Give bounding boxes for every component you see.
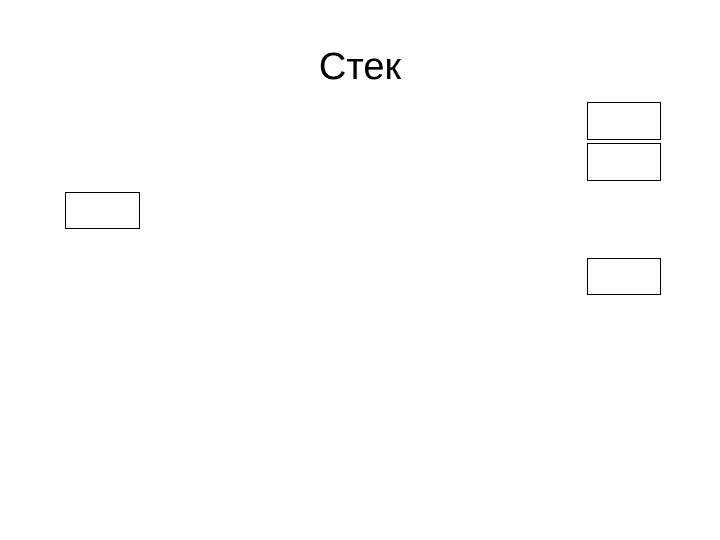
stack-cell-top-right-2[interactable] <box>587 143 661 181</box>
page-title: Стек <box>318 46 402 88</box>
stack-cell-top-right-1-label <box>588 103 660 139</box>
stack-cell-top-right-1[interactable] <box>587 102 661 140</box>
stack-cell-bottom-right[interactable] <box>587 258 661 295</box>
stack-cell-top-right-2-label <box>588 144 660 180</box>
stack-cell-left-label <box>66 193 139 228</box>
stack-cell-left[interactable] <box>65 192 140 229</box>
stack-cell-bottom-right-label <box>588 259 660 294</box>
